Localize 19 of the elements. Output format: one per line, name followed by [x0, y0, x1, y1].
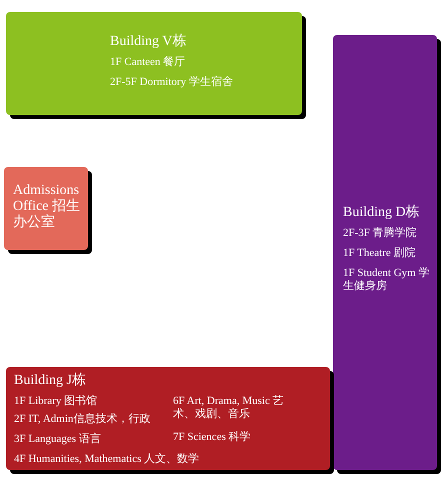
floor-info: 6F Art, Drama, Music 艺术、戏剧、音乐 — [173, 395, 285, 421]
floor-info: 2F-3F 青腾学院 — [343, 227, 418, 240]
floor-info: 7F Sciences 科学 — [173, 431, 252, 444]
floor-info: 4F Humanities, Mathematics 人文、数学 — [14, 453, 200, 466]
floor-info: 1F Library 图书馆 — [14, 395, 98, 408]
floor-info: 1F Theatre 剧院 — [343, 247, 417, 260]
building-block — [4, 167, 88, 250]
floor-info: 2F IT, Admin信息技术，行政 — [14, 413, 152, 426]
building-block — [6, 12, 302, 115]
floor-info: 1F Student Gym 学生健身房 — [343, 267, 430, 293]
floor-info: 1F Canteen 餐厅 — [110, 56, 186, 69]
building-block — [6, 367, 330, 470]
building-name: Admissions Office 招生办公室 — [13, 183, 81, 231]
building-block — [333, 35, 437, 470]
building-name: Building J栋 — [14, 373, 87, 389]
floor-info: 3F Languages 语言 — [14, 433, 102, 446]
building-name: Building D栋 — [343, 205, 421, 221]
building-name: Building V栋 — [110, 34, 188, 50]
floor-info: 2F-5F Dormitory 学生宿舍 — [110, 76, 234, 89]
